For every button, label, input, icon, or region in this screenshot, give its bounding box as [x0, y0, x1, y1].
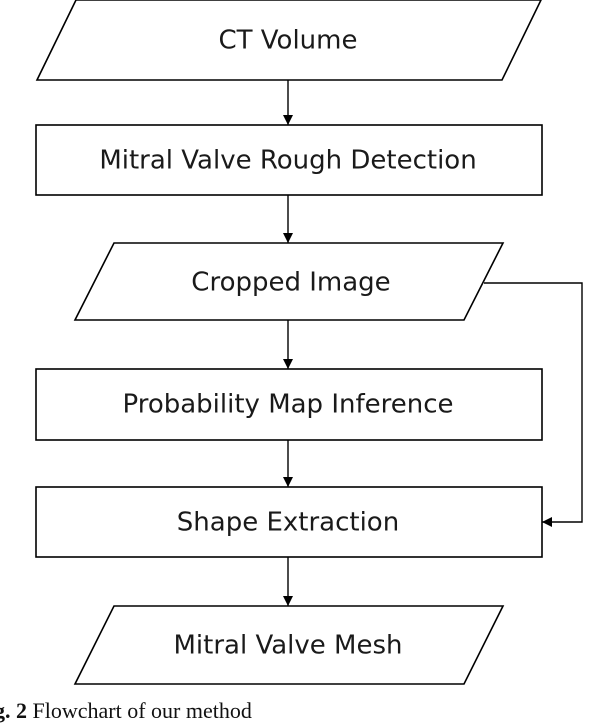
node-valve-mesh-label: Mitral Valve Mesh: [174, 631, 403, 661]
node-rough-detection-label: Mitral Valve Rough Detection: [99, 146, 476, 176]
figure-number: g. 2: [0, 698, 27, 723]
node-cropped-image-label: Cropped Image: [191, 268, 390, 298]
node-probability-map-label: Probability Map Inference: [122, 390, 453, 420]
node-valve-mesh: Mitral Valve Mesh: [73, 605, 505, 685]
edge-cropped-image-to-shape-extraction-bypass: [484, 282, 583, 527]
node-cropped-image: Cropped Image: [73, 242, 505, 321]
node-shape-extraction: Shape Extraction: [35, 486, 543, 558]
figure-caption: g. 2 Flowchart of our method: [0, 698, 252, 724]
node-ct-volume-label: CT Volume: [218, 26, 357, 56]
node-rough-detection: Mitral Valve Rough Detection: [35, 124, 543, 196]
figure-caption-text: Flowchart of our method: [27, 698, 252, 723]
node-ct-volume: CT Volume: [35, 0, 542, 81]
node-shape-extraction-label: Shape Extraction: [177, 508, 399, 538]
node-probability-map: Probability Map Inference: [35, 368, 543, 441]
